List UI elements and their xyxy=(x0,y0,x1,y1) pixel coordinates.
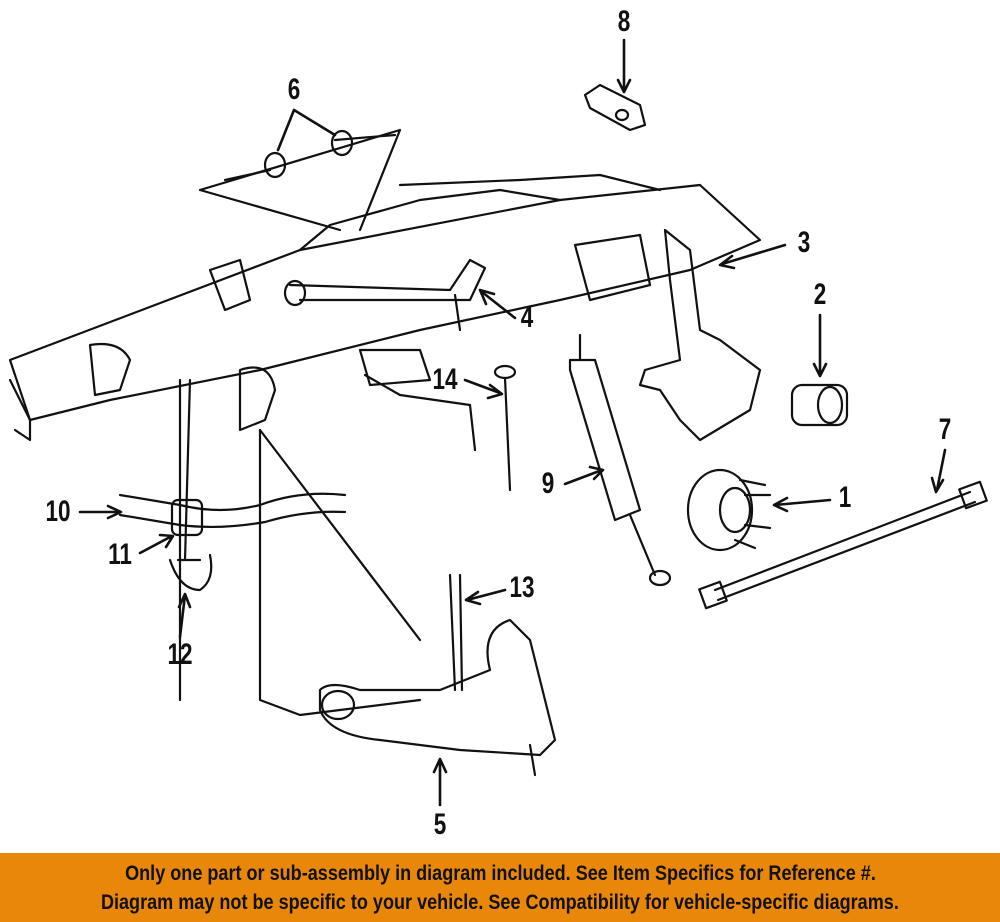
callout-7: 7 xyxy=(938,413,952,446)
stabilizer-bar-drawing xyxy=(118,492,347,592)
callout-3: 3 xyxy=(797,226,811,259)
callout-2: 2 xyxy=(813,278,827,311)
suspension-diagram xyxy=(8,38,988,807)
callout-8: 8 xyxy=(617,5,631,38)
disclaimer-line-1: Only one part or sub-assembly in diagram… xyxy=(124,861,876,885)
shock-absorber-drawing xyxy=(568,333,672,587)
tie-rod-drawing xyxy=(698,480,988,610)
callout-11: 11 xyxy=(108,538,132,571)
callout-6: 6 xyxy=(287,73,301,106)
callout-14: 14 xyxy=(432,363,458,396)
steering-knuckle-drawing xyxy=(638,228,762,442)
callout-12: 12 xyxy=(167,638,193,671)
callout-arrows xyxy=(78,38,947,807)
hub-drawing xyxy=(686,468,772,552)
callout-4: 4 xyxy=(520,301,534,334)
callout-10: 10 xyxy=(45,495,71,528)
bracket-drawing xyxy=(583,83,647,132)
upper-control-arm-drawing xyxy=(283,258,487,332)
frame-drawing xyxy=(8,128,762,717)
callout-5: 5 xyxy=(433,808,447,841)
lower-control-arm-drawing xyxy=(318,618,557,777)
bushing-drawing xyxy=(790,383,849,427)
camber-bolts-drawing xyxy=(223,129,397,182)
callout-9: 9 xyxy=(541,467,555,500)
disclaimer-banner: Only one part or sub-assembly in diagram… xyxy=(0,853,1000,922)
callout-13: 13 xyxy=(509,571,535,604)
link-drawing xyxy=(363,364,517,692)
disclaimer-line-2: Diagram may not be specific to your vehi… xyxy=(101,890,899,914)
callout-1: 1 xyxy=(838,481,852,514)
